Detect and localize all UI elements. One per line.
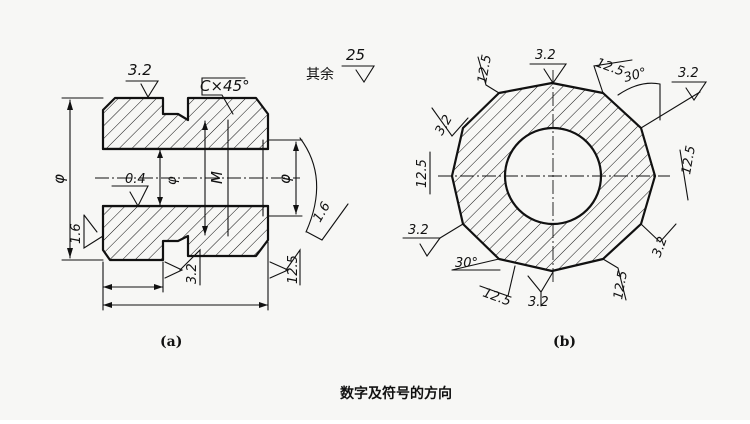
upper-wall-section [101,96,270,151]
right-roughness-b: 12.5 [679,145,699,176]
lower-wall-section [101,204,270,262]
caption-a: (a) [160,334,182,350]
bottom-right-roughness: 12.5 [611,270,631,301]
view-a: φ φ M φ C×45° 3.2 0.4 1.6 3.2 [50,46,375,350]
left-roughness-b: 12.5 [415,159,430,188]
rest-note: 其余 [306,66,334,83]
bore-roughness-value: 0.4 [125,172,146,187]
bottom-left-roughness: 12.5 [481,286,513,310]
right-roughness-value: 1.6 [310,200,333,225]
top-roughness-b: 3.2 [535,48,556,63]
figure-title: 数字及符号的方向 [340,385,452,402]
right-diameter-label: φ [276,174,294,184]
left-lower-roughness: 3.2 [408,223,429,238]
rest-roughness-value: 25 [346,46,365,64]
bottom-roughness-value: 3.2 [185,263,200,284]
far-right-roughness: 3.2 [678,66,699,81]
view-b: 3.2 12.5 3.2 12.5 3.2 30° 12.5 3.2 12.5 … [402,48,708,350]
bore-diameter-label: φ [165,176,180,185]
angle-top: 30° [622,65,648,85]
thread-label: M [208,171,226,184]
caption-b: (b) [553,334,576,350]
left-upper-roughness: 3.2 [432,113,455,138]
face-roughness-value: 12.5 [286,255,301,284]
top-left-roughness: 12.5 [475,54,495,85]
right-lower-roughness: 3.2 [650,235,671,260]
left-roughness-value: 1.6 [69,223,84,244]
angle-bottom: 30° [455,256,478,271]
top-right-roughness: 12.5 [594,56,626,80]
chamfer-label: C×45° [200,77,250,95]
bottom-roughness-b: 3.2 [528,295,549,310]
top-roughness-value: 3.2 [128,61,152,79]
outer-diameter-label: φ [50,174,68,184]
